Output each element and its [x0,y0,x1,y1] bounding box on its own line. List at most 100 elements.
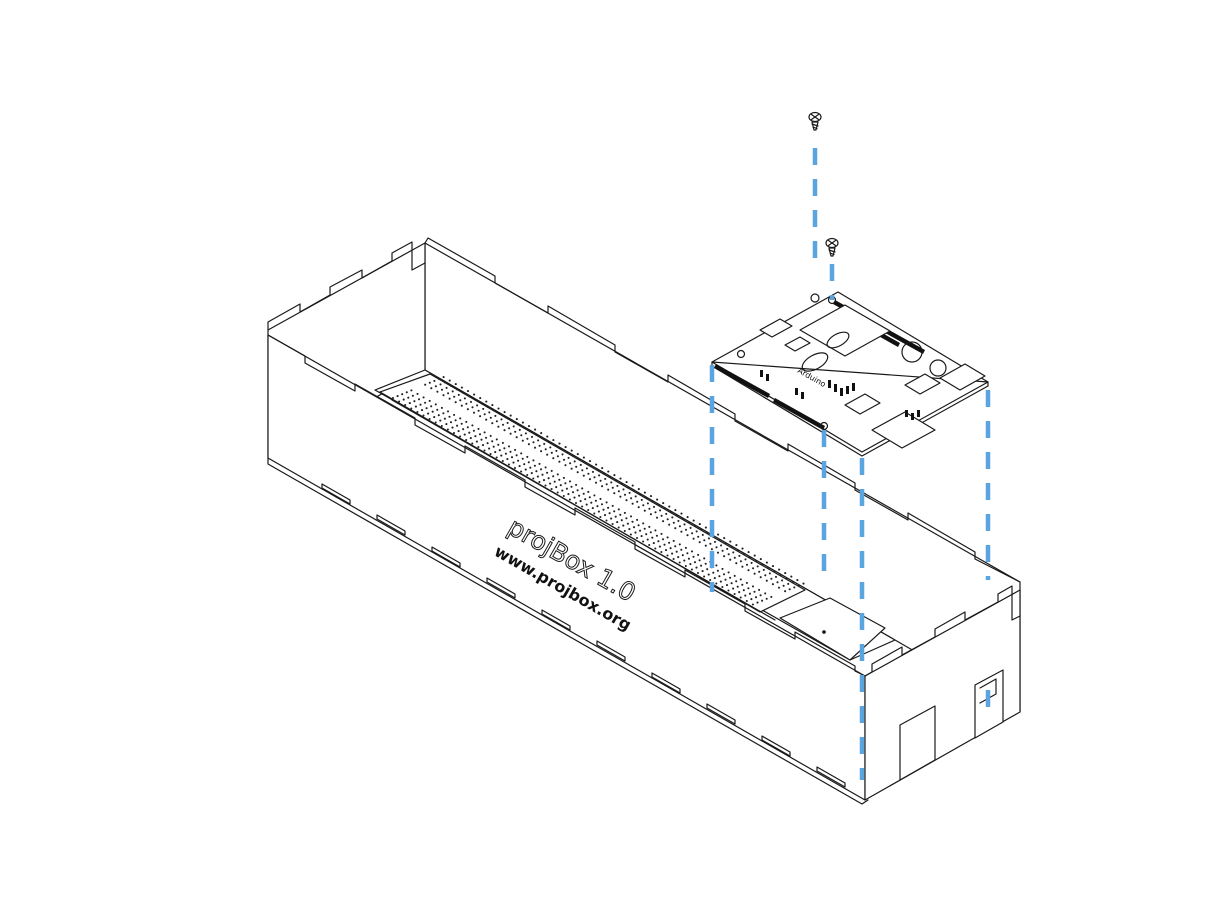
breadboard-hole [529,430,532,433]
breadboard-hole [446,410,450,413]
breadboard-hole [635,536,639,540]
breadboard-hole [672,539,675,542]
breadboard-hole [787,582,790,585]
breadboard-hole [474,435,477,438]
breadboard-hole [678,525,681,528]
breadboard-hole [623,529,626,533]
breadboard-hole [764,574,767,577]
breadboard-hole [588,460,592,463]
breadboard-hole [558,478,561,481]
breadboard-hole [479,415,482,418]
breadboard-hole [541,437,544,440]
breadboard-hole [675,550,678,553]
breadboard-hole [616,521,619,524]
usb-port-cutout [899,705,936,781]
breadboard-hole [454,383,457,386]
breadboard-hole [630,497,633,500]
breadboard-hole [448,379,451,382]
breadboard-hole [443,417,446,420]
breadboard-hole [695,530,698,533]
breadboard-hole [634,531,637,534]
breadboard-hole [646,502,649,505]
breadboard-hole [748,592,751,595]
breadboard-hole [417,398,421,401]
breadboard-hole [555,486,558,489]
breadboard-hole [534,428,537,431]
breadboard-hole [774,575,778,578]
breadboard-hole [785,577,788,580]
breadboard-hole [604,477,607,480]
breadboard-hole [765,579,768,582]
breadboard-hole [515,418,518,421]
breadboard-hole [752,567,755,570]
breadboard-hole [579,463,582,466]
box-front-wall-slots [321,483,846,788]
breadboard-hole [521,421,524,424]
breadboard-hole [570,449,573,452]
breadboard-hole [537,439,540,442]
breadboard-hole [677,556,680,559]
breadboard-hole [571,491,575,494]
breadboard-hole [718,575,721,578]
breadboard-hole [665,512,668,515]
breadboard-hole [723,555,726,558]
breadboard-hole [754,596,758,599]
breadboard-hole [695,566,698,569]
breadboard-hole [725,584,729,587]
breadboard-hole [636,500,639,503]
breadboard-hole [648,525,651,528]
breadboard-hole [532,477,535,480]
breadboard-hole [654,547,657,550]
breadboard-hole [517,423,520,426]
breadboard-hole [662,520,665,523]
breadboard-hole [758,588,761,591]
breadboard-hole [488,447,491,450]
breadboard-hole [453,413,456,416]
breadboard-hole [562,458,566,461]
breadboard-hole [433,416,436,419]
breadboard-hole [582,492,585,495]
breadboard-hole [684,564,687,568]
breadboard-hole [517,459,520,462]
breadboard-hole [538,444,541,447]
breadboard-hole [485,418,488,421]
breadboard-hole [546,453,549,456]
breadboard-hole [480,402,483,405]
breadboard-hole [581,469,584,472]
breadboard-hole [597,510,600,513]
breadboard-hole [405,391,408,394]
breadboard-hole [697,535,700,538]
breadboard-hole [469,437,472,440]
breadboard-hole [753,572,756,575]
breadboard-hole [561,489,564,492]
breadboard-hole [657,540,660,543]
breadboard-hole [623,511,626,514]
breadboard-hole [611,504,614,507]
breadboard-hole [505,416,508,419]
breadboard-hole [639,529,642,532]
breadboard-hole [617,508,620,511]
breadboard-hole [434,403,437,406]
breadboard-hole [442,376,445,379]
breadboard-hole [533,464,536,467]
breadboard-hole [466,426,469,429]
breadboard-hole [473,393,476,396]
usb-connector [871,411,936,449]
breadboard-hole [681,517,685,521]
board-standoff-plate [779,597,886,661]
reset-button [784,336,811,352]
breadboard-hole [729,540,732,543]
breadboard-hole [576,453,579,456]
breadboard-hole [544,484,547,487]
breadboard-hole [608,512,611,515]
breadboard-hole [617,490,620,493]
breadboard-hole [556,455,559,458]
breadboard-hole [620,519,623,522]
breadboard-hole [732,551,735,554]
breadboard-hole [489,416,492,419]
breadboard-hole [594,481,598,484]
breadboard-hole [593,476,596,479]
breadboard-hole [672,557,675,561]
breadboard-hole [440,424,443,428]
breadboard-hole [759,594,762,597]
